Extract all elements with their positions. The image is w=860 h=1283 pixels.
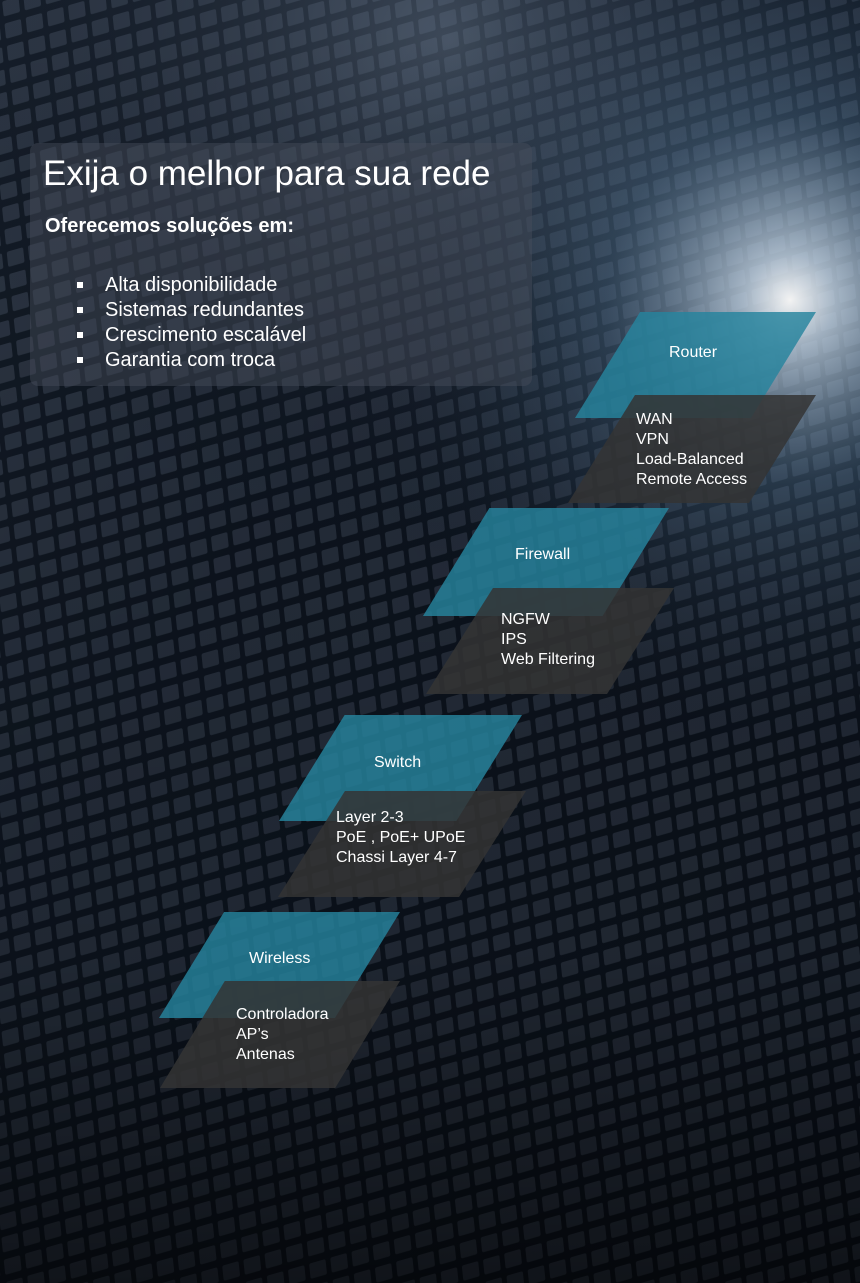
router-items: WAN VPN Load-Balanced Remote Access: [636, 410, 747, 490]
square-bullet-icon: [77, 332, 83, 338]
switch-item: PoE , PoE+ UPoE: [336, 829, 466, 846]
firewall-items: NGFW IPS Web Filtering: [501, 610, 595, 670]
router-item: WAN: [636, 411, 673, 428]
square-bullet-icon: [77, 357, 83, 363]
firewall-item: NGFW: [501, 611, 550, 628]
wireless-title: Wireless: [249, 950, 311, 967]
list-item: Sistemas redundantes: [77, 298, 306, 323]
firewall-title: Firewall: [515, 546, 571, 563]
feature-list: Alta disponibilidade Sistemas redundante…: [77, 273, 306, 373]
switch-title: Switch: [374, 754, 422, 771]
square-bullet-icon: [77, 307, 83, 313]
feature-label: Sistemas redundantes: [105, 299, 305, 321]
wireless-item: Controladora: [236, 1006, 329, 1023]
feature-label: Crescimento escalável: [105, 324, 307, 346]
router-title: Router: [669, 344, 718, 361]
feature-label: Alta disponibilidade: [105, 274, 278, 296]
page-title: Exija o melhor para sua rede: [43, 154, 491, 193]
router-item: VPN: [636, 431, 669, 448]
firewall-item: IPS: [501, 631, 527, 648]
list-item: Crescimento escalável: [77, 323, 306, 348]
switch-items: Layer 2-3 PoE , PoE+ UPoE Chassi Layer 4…: [336, 808, 465, 868]
list-item: Garantia com troca: [77, 348, 306, 373]
switch-item: Layer 2-3: [336, 809, 404, 826]
intro-panel: [30, 143, 532, 386]
wireless-item: Antenas: [236, 1046, 295, 1063]
firewall-item: Web Filtering: [501, 651, 595, 668]
list-item: Alta disponibilidade: [77, 273, 306, 298]
switch-item: Chassi Layer 4-7: [336, 849, 457, 866]
wireless-item: AP’s: [236, 1026, 269, 1043]
square-bullet-icon: [77, 282, 83, 288]
router-item: Remote Access: [636, 471, 748, 488]
feature-label: Garantia com troca: [105, 349, 276, 371]
subtitle: Oferecemos soluções em:: [45, 215, 294, 237]
wireless-items: Controladora AP’s Antenas: [236, 1005, 329, 1065]
router-item: Load-Balanced: [636, 451, 744, 468]
